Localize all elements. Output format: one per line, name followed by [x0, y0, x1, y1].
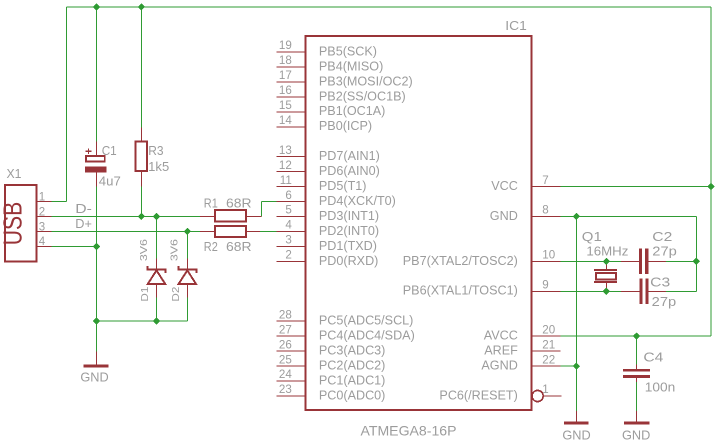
- svg-text:PD2(INT0): PD2(INT0): [319, 224, 379, 238]
- svg-text:PC2(ADC2): PC2(ADC2): [319, 359, 385, 373]
- svg-text:13: 13: [279, 144, 292, 157]
- svg-text:D2: D2: [170, 286, 182, 301]
- svg-text:3V6: 3V6: [169, 239, 181, 261]
- svg-text:C1: C1: [102, 144, 117, 158]
- svg-text:16: 16: [279, 84, 292, 97]
- svg-text:6: 6: [285, 189, 291, 202]
- svg-text:C4: C4: [643, 350, 663, 364]
- svg-text:27: 27: [279, 323, 292, 336]
- svg-text:USB: USB: [0, 202, 27, 246]
- svg-text:4u7: 4u7: [99, 175, 121, 189]
- svg-text:PC5(ADC5/SCL): PC5(ADC5/SCL): [319, 314, 413, 328]
- svg-text:68R: 68R: [226, 240, 252, 254]
- svg-text:PC6(/RESET): PC6(/RESET): [439, 388, 517, 402]
- svg-text:C3: C3: [650, 275, 670, 289]
- svg-text:11: 11: [280, 174, 292, 187]
- svg-text:PC1(ADC1): PC1(ADC1): [319, 373, 385, 387]
- svg-text:GND: GND: [80, 370, 108, 385]
- svg-text:AREF: AREF: [484, 344, 518, 358]
- svg-text:PB4(MISO): PB4(MISO): [319, 59, 383, 73]
- svg-text:16MHz: 16MHz: [586, 244, 628, 258]
- svg-text:4: 4: [285, 219, 292, 232]
- svg-text:21: 21: [542, 338, 555, 351]
- svg-text:17: 17: [279, 69, 292, 82]
- svg-text:X1: X1: [7, 167, 22, 181]
- svg-text:3V6: 3V6: [138, 239, 150, 261]
- svg-text:VCC: VCC: [491, 179, 518, 193]
- svg-text:PD7(AIN1): PD7(AIN1): [319, 149, 380, 163]
- svg-text:20: 20: [542, 323, 555, 336]
- svg-text:PB6(XTAL1/TOSC1): PB6(XTAL1/TOSC1): [403, 284, 518, 298]
- svg-text:PC0(ADC0): PC0(ADC0): [319, 388, 385, 402]
- svg-text:12: 12: [279, 159, 292, 172]
- svg-text:27p: 27p: [652, 295, 677, 309]
- svg-text:IC1: IC1: [505, 19, 527, 33]
- svg-text:15: 15: [279, 99, 292, 112]
- svg-text:2: 2: [39, 206, 45, 218]
- svg-text:23: 23: [279, 383, 292, 396]
- svg-text:D1: D1: [139, 286, 151, 301]
- svg-text:AGND: AGND: [481, 359, 517, 373]
- svg-text:AVCC: AVCC: [484, 329, 518, 343]
- svg-text:28: 28: [279, 308, 292, 321]
- svg-text:1: 1: [39, 191, 45, 203]
- svg-text:PD6(AIN0): PD6(AIN0): [319, 164, 380, 178]
- svg-text:PB1(OC1A): PB1(OC1A): [319, 104, 386, 118]
- svg-text:PC4(ADC4/SDA): PC4(ADC4/SDA): [319, 329, 415, 343]
- svg-text:PD0(RXD): PD0(RXD): [319, 254, 378, 268]
- svg-text:Q1: Q1: [582, 230, 602, 244]
- svg-text:24: 24: [279, 368, 292, 381]
- svg-text:GND: GND: [622, 427, 650, 442]
- svg-text:PD5(T1): PD5(T1): [319, 179, 367, 193]
- svg-text:4: 4: [39, 236, 46, 248]
- svg-text:18: 18: [279, 54, 292, 67]
- svg-text:3: 3: [285, 234, 291, 247]
- svg-text:26: 26: [279, 338, 292, 351]
- svg-text:8: 8: [542, 204, 548, 217]
- svg-text:D+: D+: [75, 216, 92, 231]
- svg-text:PD1(TXD): PD1(TXD): [319, 239, 377, 253]
- svg-text:GND: GND: [490, 209, 518, 223]
- svg-text:3: 3: [39, 221, 45, 233]
- svg-text:1: 1: [542, 383, 548, 396]
- svg-text:9: 9: [542, 279, 548, 292]
- svg-text:PD3(INT1): PD3(INT1): [319, 209, 379, 223]
- svg-text:22: 22: [542, 353, 555, 366]
- svg-text:PB3(MOSI/OC2): PB3(MOSI/OC2): [319, 74, 413, 88]
- svg-text:14: 14: [279, 114, 292, 127]
- svg-text:D-: D-: [75, 201, 92, 216]
- svg-text:10: 10: [542, 249, 555, 262]
- svg-text:1k5: 1k5: [148, 160, 169, 174]
- svg-text:PB2(SS/OC1B): PB2(SS/OC1B): [319, 89, 406, 103]
- svg-text:R1: R1: [204, 197, 218, 211]
- svg-text:ATMEGA8-16P: ATMEGA8-16P: [361, 423, 457, 439]
- svg-text:R3: R3: [148, 144, 163, 158]
- svg-text:C2: C2: [652, 230, 672, 244]
- svg-text:25: 25: [279, 353, 292, 366]
- svg-text:5: 5: [285, 204, 291, 217]
- svg-text:GND: GND: [562, 427, 590, 442]
- svg-text:PB7(XTAL2/TOSC2): PB7(XTAL2/TOSC2): [403, 254, 518, 268]
- svg-text:PB5(SCK): PB5(SCK): [319, 44, 377, 58]
- svg-text:PB0(ICP): PB0(ICP): [319, 119, 372, 133]
- svg-text:R2: R2: [204, 240, 218, 254]
- svg-text:68R: 68R: [226, 197, 252, 211]
- svg-text:19: 19: [279, 39, 292, 52]
- svg-text:PD4(XCK/T0): PD4(XCK/T0): [319, 194, 396, 208]
- svg-text:2: 2: [285, 249, 291, 262]
- svg-text:PC3(ADC3): PC3(ADC3): [319, 344, 385, 358]
- svg-text:100n: 100n: [645, 381, 676, 395]
- svg-text:27p: 27p: [652, 244, 677, 258]
- svg-text:7: 7: [542, 174, 548, 187]
